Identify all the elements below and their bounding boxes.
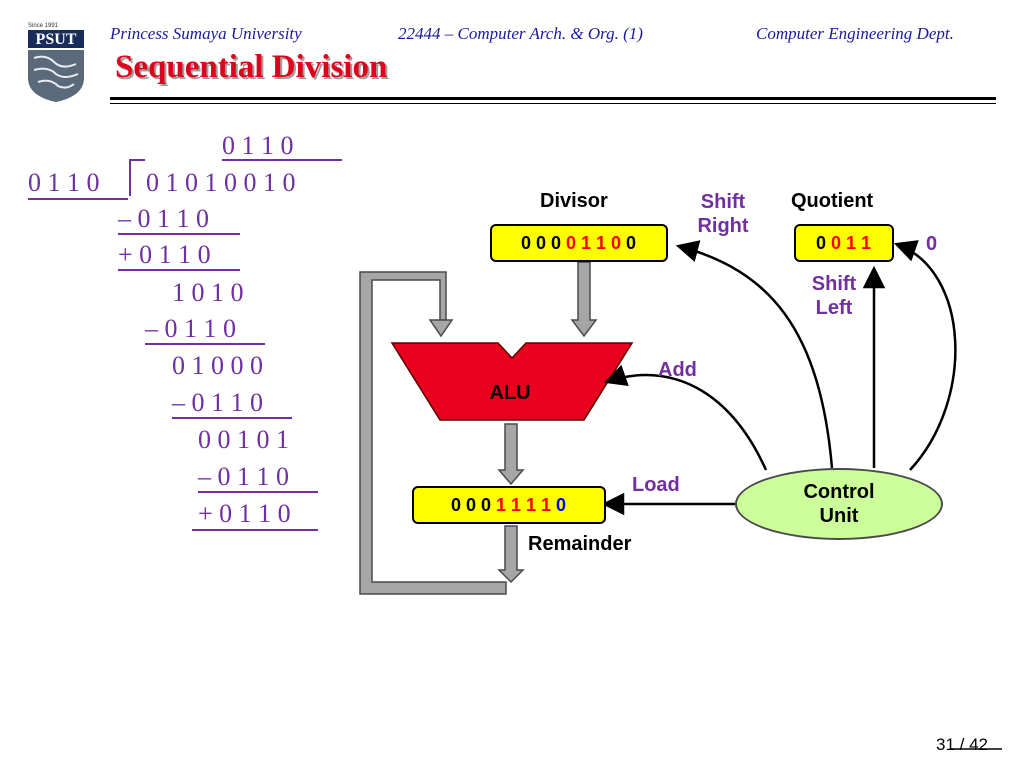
register-bit: 0 — [550, 232, 562, 253]
alu-label: ALU — [489, 382, 531, 404]
division-lines — [28, 159, 342, 531]
register-bit: 1 — [846, 232, 858, 253]
division-step-3: 1 0 1 0 — [172, 278, 244, 307]
logo-since: Since 1991 — [28, 23, 59, 29]
division-divisor: 0 1 1 0 — [28, 168, 100, 197]
register-bit: 1 — [596, 232, 608, 253]
alu-shape — [390, 342, 634, 421]
register-bit: 0 — [535, 232, 547, 253]
division-bracket — [129, 159, 145, 196]
alu-left-arrow — [428, 319, 454, 338]
register-bit: 1 — [511, 494, 523, 515]
register-bit: 0 — [520, 232, 532, 253]
header-department: Computer Engineering Dept. — [756, 24, 954, 43]
zero-in-arrow — [893, 240, 957, 471]
psut-logo: Since 1991 PSUT — [24, 18, 88, 104]
division-step-4: – 0 1 1 0 — [145, 314, 236, 343]
slide-title: Sequential Division — [115, 49, 388, 85]
division-step-5: 0 1 0 0 0 — [172, 351, 263, 380]
division-dividend: 0 1 0 1 0 0 1 0 — [146, 168, 296, 197]
register-bit: 1 — [541, 494, 553, 515]
register-bit: 1 — [526, 494, 538, 515]
register-bit: 0 — [465, 494, 477, 515]
register-bit: 1 — [861, 232, 873, 253]
data-buses — [359, 261, 598, 595]
header-rule-thin — [110, 103, 996, 104]
division-quotient: 0 1 1 0 — [222, 131, 294, 160]
header-rule-thick — [110, 97, 996, 100]
shift-right-arrow — [675, 240, 834, 469]
register-bit: 0 — [565, 232, 577, 253]
division-step-7: 0 0 1 0 1 — [198, 425, 289, 454]
zero-input-label: 0 — [926, 233, 938, 255]
division-step-9: + 0 1 1 0 — [198, 499, 291, 528]
remainder-bus — [497, 525, 525, 584]
register-bit: 0 — [611, 232, 623, 253]
division-step-6: – 0 1 1 0 — [172, 388, 263, 417]
division-step-2: + 0 1 1 0 — [118, 240, 211, 269]
register-bit: 0 — [626, 232, 638, 253]
add-label: Add — [658, 359, 697, 381]
header-course: 22444 – Computer Arch. & Org. (1) — [398, 24, 643, 43]
add-arrow — [603, 364, 768, 471]
divisor-bus — [570, 261, 598, 338]
register-bit: 0 — [556, 494, 568, 515]
alu-out-bus — [497, 423, 525, 486]
psut-logo-icon: Since 1991 PSUT — [28, 23, 84, 102]
header-university: Princess Sumaya University — [110, 24, 302, 43]
logo-name: PSUT — [36, 31, 77, 48]
load-label: Load — [632, 474, 680, 496]
register-bit: 0 — [815, 232, 827, 253]
division-step-1: – 0 1 1 0 — [118, 204, 209, 233]
division-step-8: – 0 1 1 0 — [198, 462, 289, 491]
register-bit: 0 — [450, 494, 462, 515]
page-number: 31 / 42 — [936, 735, 988, 754]
register-bit: 0 — [830, 232, 842, 253]
remainder-label: Remainder — [528, 533, 632, 555]
divisor-label: Divisor — [540, 190, 608, 212]
register-bit: 1 — [495, 494, 507, 515]
feedback-bus — [359, 271, 507, 595]
register-bit: 1 — [581, 232, 593, 253]
control-signals — [601, 240, 1002, 750]
quotient-label: Quotient — [791, 190, 874, 212]
register-bit: 0 — [480, 494, 492, 515]
